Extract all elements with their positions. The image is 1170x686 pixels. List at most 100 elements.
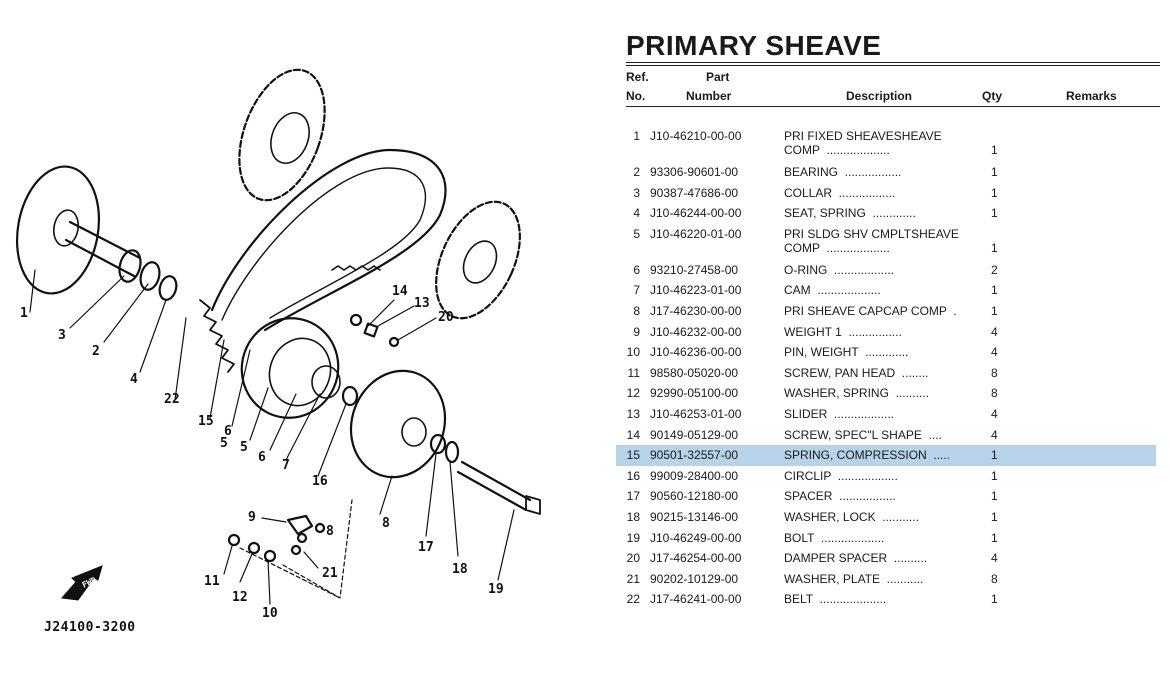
callout-2: 2 bbox=[92, 344, 100, 359]
callout-5: 5 bbox=[240, 440, 248, 455]
row-part-number: J10-46244-00-00 bbox=[650, 206, 742, 221]
row-ref-number: 4 bbox=[633, 206, 640, 221]
row-part-number: 90560-12180-00 bbox=[650, 489, 739, 504]
row-ref-number: 8 bbox=[633, 303, 640, 318]
row-ref-number: 14 bbox=[626, 427, 640, 442]
row-qty: 1 bbox=[991, 206, 998, 221]
row-qty: 1 bbox=[991, 143, 998, 157]
row-description: SEAT, SPRING ............. bbox=[784, 206, 916, 221]
callout-15: 15 bbox=[198, 414, 214, 429]
row-description: PRI FIXED SHEAVESHEAVE bbox=[784, 129, 942, 143]
row-qty: 8 bbox=[991, 365, 998, 380]
row-description-line2: COMP ................... bbox=[784, 143, 890, 157]
row-qty: 1 bbox=[991, 448, 998, 463]
fixed-sheave-drawing bbox=[15, 165, 101, 295]
callout-14: 14 bbox=[392, 284, 408, 299]
table-row[interactable]: 15 90501-32557-00 SPRING, COMPRESSION ....… bbox=[616, 445, 1156, 466]
row-qty: 4 bbox=[991, 345, 998, 360]
row-part-number: 92990-05100-00 bbox=[650, 386, 739, 401]
row-ref-number: 17 bbox=[626, 489, 640, 504]
diagram-drawing bbox=[15, 68, 541, 605]
row-description: PRI SHEAVE CAPCAP COMP . bbox=[784, 303, 957, 318]
callout-8-secondary: 8 bbox=[326, 524, 334, 539]
row-ref-number: 13 bbox=[626, 406, 640, 421]
callout-22: 22 bbox=[164, 392, 180, 407]
row-part-number: 90501-32557-00 bbox=[650, 448, 739, 463]
row-qty: 1 bbox=[991, 283, 998, 298]
row-description: WASHER, PLATE ........... bbox=[784, 571, 924, 586]
row-part-number: J10-46236-00-00 bbox=[650, 345, 742, 360]
cam-drawing bbox=[349, 369, 447, 479]
header-part-line2: Number bbox=[686, 89, 732, 103]
row-description: PIN, WEIGHT ............. bbox=[784, 345, 909, 360]
callout-20: 20 bbox=[438, 310, 454, 325]
row-ref-number: 15 bbox=[626, 448, 640, 463]
row-description: BOLT ................... bbox=[784, 530, 885, 545]
row-ref-number: 11 bbox=[627, 365, 640, 380]
row-part-number: 98580-05020-00 bbox=[650, 365, 739, 380]
row-qty: 1 bbox=[991, 303, 998, 318]
row-qty: 1 bbox=[991, 468, 998, 483]
row-qty: 4 bbox=[991, 427, 998, 442]
spring-drawing bbox=[199, 299, 235, 373]
row-part-number: J17-46254-00-00 bbox=[650, 551, 742, 566]
row-ref-number: 16 bbox=[626, 468, 640, 483]
row-description: BEARING ................. bbox=[784, 165, 902, 179]
row-description: COLLAR ................. bbox=[784, 185, 896, 200]
table-header: Ref. No. Part Number Description Qty Rem… bbox=[626, 68, 1160, 108]
row-part-number: J10-46253-01-00 bbox=[650, 406, 742, 421]
row-description: WASHER, LOCK ........... bbox=[784, 509, 919, 524]
callout-4: 4 bbox=[130, 372, 138, 387]
callout-3: 3 bbox=[58, 328, 66, 343]
belt-drawing bbox=[210, 148, 447, 332]
row-ref-number: 6 bbox=[633, 262, 640, 277]
secondary-sheave-drawing bbox=[238, 68, 326, 202]
callout-6: 6 bbox=[224, 424, 232, 439]
page-title: PRIMARY SHEAVE bbox=[626, 30, 882, 61]
row-ref-number: 20 bbox=[626, 551, 640, 566]
row-part-number: J10-46249-00-00 bbox=[650, 530, 742, 545]
row-qty: 2 bbox=[991, 262, 998, 277]
callout-13: 13 bbox=[414, 296, 430, 311]
row-description: DAMPER SPACER .......... bbox=[784, 551, 928, 566]
row-description: WEIGHT 1 ................ bbox=[784, 324, 902, 339]
table-row[interactable]: 16 99009-28400-00 CIRCLIP ................… bbox=[616, 466, 1156, 487]
callout-10: 10 bbox=[262, 606, 278, 621]
row-part-number: J10-46232-00-00 bbox=[650, 324, 742, 339]
header-qty: Qty bbox=[982, 89, 1003, 103]
table-row[interactable]: 4 J10-46244-00-00 SEAT, SPRING ...........… bbox=[616, 203, 1156, 224]
row-part-number: 99009-28400-00 bbox=[650, 468, 739, 483]
row-qty: 1 bbox=[991, 509, 998, 524]
callout-16: 16 bbox=[312, 474, 328, 489]
row-ref-number: 21 bbox=[626, 571, 640, 586]
callout-21: 21 bbox=[322, 566, 338, 581]
table-row[interactable]: 20 J17-46254-00-00 DAMPER SPACER .........… bbox=[616, 548, 1156, 569]
row-description: CIRCLIP .................. bbox=[784, 468, 898, 483]
callout-11: 11 bbox=[204, 574, 220, 589]
header-ref-line1: Ref. bbox=[626, 70, 649, 84]
row-qty: 1 bbox=[991, 592, 998, 607]
header-rule bbox=[626, 106, 1160, 107]
row-qty: 1 bbox=[991, 165, 998, 179]
row-description: BELT .................... bbox=[784, 592, 887, 607]
row-description: SPRING, COMPRESSION ..... bbox=[784, 448, 951, 463]
